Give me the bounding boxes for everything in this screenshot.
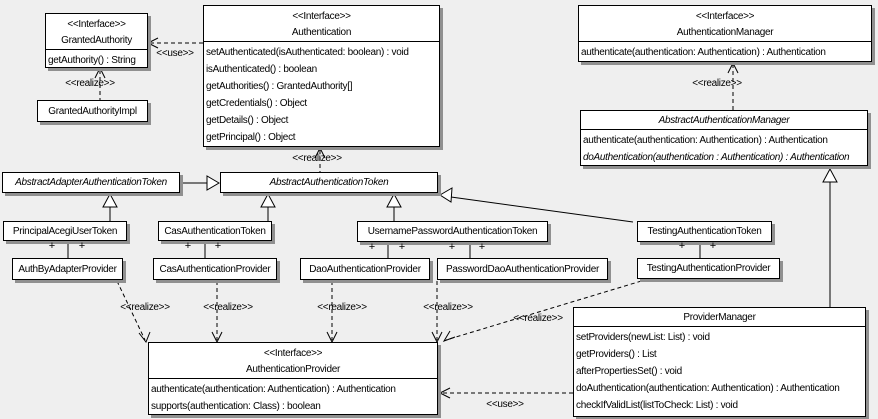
label-realize-testing: <<realize>> [513, 313, 563, 324]
class-cas-authentication-token[interactable]: CasAuthenticationToken [158, 221, 272, 241]
method: authenticate(authentication: Authenticat… [581, 47, 826, 58]
stereotype: <<Interface>> [695, 11, 755, 22]
assoc-plus: + [478, 241, 486, 253]
label-use-grantedauthority: <<use>> [156, 48, 194, 59]
class-provider-manager[interactable]: ProviderManager setProviders(newList: Li… [573, 307, 866, 417]
method: authenticate(authentication: Authenticat… [151, 384, 396, 395]
class-authentication-manager[interactable]: <<Interface>> AuthenticationManager auth… [578, 5, 872, 62]
class-abstract-authentication-manager[interactable]: AbstractAuthenticationManager authentica… [580, 110, 868, 166]
label-realize-grantedauthorityimpl: <<realize>> [65, 78, 115, 89]
method: supports(authentication: Class) : boolea… [151, 401, 321, 412]
assoc-plus: + [709, 240, 717, 252]
label-realize-passworddao: <<realize>> [423, 302, 473, 313]
assoc-plus: + [184, 240, 192, 252]
class-name: DaoAuthenticationProvider [309, 263, 421, 275]
assoc-plus: + [214, 240, 222, 252]
method: authenticate(authentication: Authenticat… [583, 135, 828, 146]
edge-adapter-token-extends-abstract-token [180, 175, 220, 191]
stereotype: <<Interface>> [292, 11, 351, 22]
class-name: AuthenticationProvider [245, 364, 340, 375]
label-realize-cas: <<realize>> [203, 302, 253, 313]
class-granted-authority-impl[interactable]: GrantedAuthorityImpl [37, 100, 148, 122]
method: doAuthentication(authentication : Authen… [583, 152, 850, 163]
class-name: CasAuthenticationProvider [159, 263, 271, 275]
class-name: PrincipalAcegiUserToken [12, 225, 118, 237]
class-auth-by-adapter-provider[interactable]: AuthByAdapterProvider [12, 258, 123, 280]
class-testing-authentication-token[interactable]: TestingAuthenticationToken [637, 221, 772, 242]
method: getProviders() : List [576, 349, 657, 360]
method: getCredentials() : Object [206, 98, 307, 109]
assoc-plus: + [48, 240, 56, 252]
assoc-plus: + [78, 240, 86, 252]
class-name: Authentication [291, 27, 352, 38]
class-abstract-adapter-authentication-token[interactable]: AbstractAdapterAuthenticationToken [2, 172, 180, 193]
edge-provider-manager-extends-abstract-manager [822, 167, 838, 307]
assoc-plus: + [398, 241, 406, 253]
class-name: GrantedAuthority [61, 35, 132, 46]
label-realize-abstractmanager: <<realize>> [692, 78, 742, 89]
method: getAuthority() : String [48, 55, 136, 66]
assoc-plus: + [448, 241, 456, 253]
method: checkIfValidList(listToCheck: List) : vo… [576, 400, 738, 411]
method: setProviders(newList: List) : void [576, 332, 710, 343]
class-dao-authentication-provider[interactable]: DaoAuthenticationProvider [300, 258, 430, 280]
edge-principal-extends-adapter-token [102, 192, 118, 221]
edge-cas-token-extends-abstract-token [260, 192, 276, 221]
class-password-dao-authentication-provider[interactable]: PasswordDaoAuthenticationProvider [437, 258, 608, 280]
stereotype: <<Interface>> [263, 348, 323, 359]
class-name: AbstractAuthenticationToken [269, 177, 389, 188]
class-name: AuthenticationManager [676, 27, 774, 38]
class-cas-authentication-provider[interactable]: CasAuthenticationProvider [153, 258, 277, 280]
class-name: TestingAuthenticationToken [647, 226, 762, 237]
class-granted-authority[interactable]: <<Interface>> GrantedAuthority getAuthor… [45, 13, 148, 68]
edge-realize-testing-provider [445, 278, 649, 341]
class-principal-acegi-user-token[interactable]: PrincipalAcegiUserToken [3, 221, 127, 241]
class-name: TestingAuthenticationProvider [646, 263, 771, 274]
label-realize-dao: <<realize>> [317, 302, 367, 313]
label-realize-authbyadapter: <<realize>> [120, 302, 170, 313]
class-name: CasAuthenticationToken [164, 225, 266, 237]
method: setAuthenticated(isAuthenticated: boolea… [206, 47, 409, 58]
assoc-plus: + [678, 240, 686, 252]
method: isAuthenticated() : boolean [206, 64, 317, 75]
method: doAuthentication(authentication: Authent… [576, 383, 840, 394]
class-name: UsernamePasswordAuthenticationToken [367, 226, 538, 237]
class-name: GrantedAuthorityImpl [48, 105, 137, 117]
label-use-providermanager: <<use>> [486, 399, 524, 410]
class-name: ProviderManager [683, 312, 756, 323]
edge-realize-authbyadapter-provider [116, 280, 146, 341]
class-name: AbstractAdapterAuthenticationToken [15, 177, 167, 188]
class-name: PasswordDaoAuthenticationProvider [446, 263, 599, 275]
method: getPrincipal() : Object [206, 132, 296, 143]
class-name: AbstractAuthenticationManager [658, 115, 790, 126]
method: getDetails() : Object [206, 115, 289, 126]
label-realize-abstracttoken: <<realize>> [292, 153, 342, 164]
method: afterPropertiesSet() : void [576, 366, 682, 377]
class-testing-authentication-provider[interactable]: TestingAuthenticationProvider [637, 258, 780, 279]
edge-testing-token-extends-abstract-token [439, 187, 634, 223]
class-abstract-authentication-token[interactable]: AbstractAuthenticationToken [220, 172, 438, 193]
stereotype: <<Interface>> [67, 19, 126, 30]
class-name: AuthByAdapterProvider [18, 263, 117, 275]
assoc-plus: + [368, 241, 376, 253]
class-authentication-provider[interactable]: <<Interface>> AuthenticationProvider aut… [148, 342, 438, 415]
edge-usernamepassword-token-extends-abstract-token [386, 192, 402, 221]
method: getAuthorities() : GrantedAuthority[] [206, 81, 353, 92]
class-authentication[interactable]: <<Interface>> Authentication setAuthenti… [203, 5, 440, 147]
class-username-password-authentication-token[interactable]: UsernamePasswordAuthenticationToken [357, 221, 548, 242]
